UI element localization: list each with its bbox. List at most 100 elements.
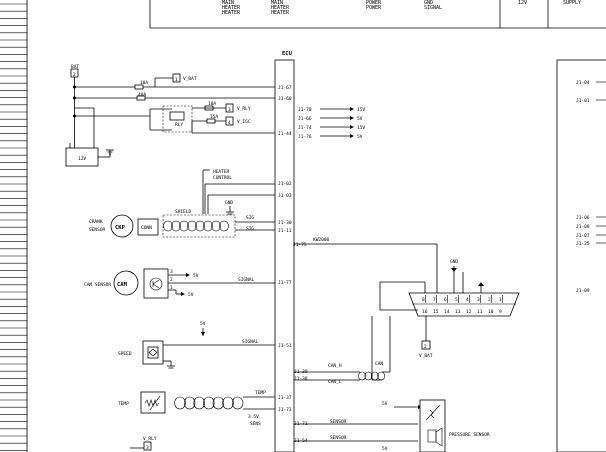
heater-top-label: HEATER [213, 169, 230, 175]
table-col2-line3: HEATER [271, 10, 290, 16]
can-h-label: CAN_H [328, 363, 342, 369]
heater-gnd-label: GND [225, 200, 233, 206]
crank-twisted-pair-loop [187, 220, 197, 232]
fuse-40a-label: 40A [138, 92, 146, 98]
bottom-sensors: 5V SENSOR SENSOR 5V PRESSURE SENSOR [294, 399, 490, 452]
pin-j1-02: J1-02 [278, 181, 292, 187]
temp-twisted-pair-loop [231, 396, 244, 410]
right-pin-07: J1-07 [576, 233, 590, 239]
speed-top-label: 5V [200, 321, 206, 327]
temp-twisted-pair-loop [212, 396, 225, 410]
diag-pin-bottom-14: 14 [444, 309, 450, 315]
temp-twisted-pair-loop [174, 396, 186, 410]
pin-j1-73: J1-73 [278, 407, 292, 413]
right-pin-09: J1-09 [576, 288, 590, 294]
diag-pin-bottom-12: 12 [466, 309, 472, 315]
cam-pin1: 1 [170, 285, 173, 291]
pin-j1-38: J1-38 [294, 376, 308, 382]
table-col1-line1: MAIN [222, 0, 234, 6]
heater-top-label2: CONTROL [213, 175, 232, 181]
table-col4-line1: GND [424, 0, 433, 6]
pin-j1-77: J1-77 [278, 280, 292, 286]
vbat-box-label: V_BAT [183, 76, 197, 82]
temp-twisted-pair-loop [193, 396, 205, 410]
power-outputs: 15V 5V 15V 5V [320, 107, 365, 140]
pin-j1-66: J1-66 [298, 116, 312, 122]
speed-label: SPEED [118, 351, 132, 357]
diag-gnd: GND [450, 259, 458, 265]
pin-j1-60: J1-60 [278, 96, 292, 102]
heater-sig2-label: SIG [246, 226, 254, 232]
vrly-bottom: V_RLY 3 [130, 436, 157, 451]
pin-j1-37: J1-37 [278, 395, 292, 401]
can-twisted-pair-loop [364, 371, 373, 381]
vrly-box-label: V_RLY [237, 106, 251, 112]
relay-label: RLY [175, 122, 183, 128]
fuse-10a-2-label: 10A [208, 101, 216, 107]
table-col2-line1: MAIN [271, 0, 283, 6]
vigc-box-label: V_IGC [237, 119, 251, 125]
heater-control: HEATER CONTROL GND SIG SIG [202, 169, 275, 232]
temp-signal: TEMP [255, 390, 266, 396]
right-pin-06: J1-06 [576, 215, 590, 221]
diag-pin-top-3: 3 [477, 297, 480, 303]
pin-j1-75: J1-75 [293, 242, 307, 248]
diag-pin-top-5: 5 [455, 297, 458, 303]
diag-pin-bottom-10: 10 [488, 309, 494, 315]
pin-j1-30: J1-30 [278, 220, 292, 226]
fuse-15a-label: 15A [210, 114, 218, 120]
ecu-pins: J1-67 J1-60 J1-70 J1-66 J1-74 J1-44 J1-7… [278, 85, 312, 444]
fuse-10a-label: 10A [140, 80, 148, 86]
diag-pin-top-4: 4 [466, 297, 469, 303]
diag-box-num: 2 [424, 344, 427, 350]
temp-sub: SENS [250, 421, 261, 427]
cam-sensor: CAM SENSOR CAM 3 2 1 5V SIGNAL 5V [84, 268, 275, 299]
right-pin-04: J1-04 [576, 80, 590, 86]
can-l-label: CAN_L [328, 379, 342, 385]
crank-connector: CONN [141, 225, 152, 231]
speed-signal: SIGNAL [242, 339, 259, 345]
temp-twisted-pair-loop [183, 396, 196, 410]
cam-signal: SIGNAL [238, 277, 255, 283]
output-3: 15V [357, 125, 365, 131]
kw2000-label: KW2000 [313, 237, 330, 243]
pressure-sensor-label: PRESSURE SENSOR [449, 432, 490, 438]
table-col3-line2: POWER [366, 5, 382, 11]
diag-pin-bottom-11: 11 [477, 309, 483, 315]
vrly-bottom-num: 3 [146, 445, 149, 451]
table-col3-line1: POWER [366, 0, 382, 6]
diag-pin-bottom-16: 16 [422, 309, 428, 315]
bottom-sensor-label: SENSOR [330, 419, 347, 425]
bottom-label-2: 5V [382, 446, 388, 452]
bottom-sensor2-label: SENSOR [330, 435, 347, 441]
table-col5: 12V [518, 0, 527, 6]
can-twisted-pair-loop [358, 371, 366, 381]
vrly-box-num: 3 [228, 107, 231, 113]
power-section: BAT 2 10A 1 V_BAT 40A RLY 10A 3 V_RLY 15… [65, 64, 275, 167]
vrly-bottom-label: V_RLY [143, 436, 157, 442]
cam-symbol: CAM [117, 282, 128, 288]
diag-box-label: V_BAT [419, 353, 433, 359]
diag-pin-top-7: 7 [433, 297, 436, 303]
crank-sensor: CRANK SENSOR CKP CONN SHIELD [89, 209, 275, 238]
pin-j1-11: J1-11 [278, 228, 292, 234]
vigc-box-num: 4 [228, 120, 231, 126]
temp-label: TEMP [118, 401, 129, 407]
crank-twisted-pair-loop [179, 220, 189, 232]
battery-text: 12V [78, 156, 86, 162]
bat-number: 2 [73, 72, 76, 78]
pin-j1-03: J1-03 [278, 193, 292, 199]
right-pin-08: J1-08 [576, 224, 590, 230]
cam-5v: 5V [193, 273, 199, 279]
temp-sensor: TEMP TEMP 3.5V SENS [118, 390, 275, 427]
cam-5v-2: 5V [188, 292, 194, 298]
crank-label-line1: CRANK [89, 219, 103, 225]
table-col4-line2: SIGNAL [424, 5, 442, 11]
temp-5v: 3.5V [248, 414, 259, 420]
cam-label: CAM SENSOR [84, 282, 111, 288]
diag-pin-top-2: 2 [488, 297, 491, 303]
speed-sensor: 5V SPEED SIGNAL [118, 321, 275, 369]
bat-label: BAT [71, 64, 79, 70]
pin-j1-70: J1-70 [298, 107, 312, 113]
